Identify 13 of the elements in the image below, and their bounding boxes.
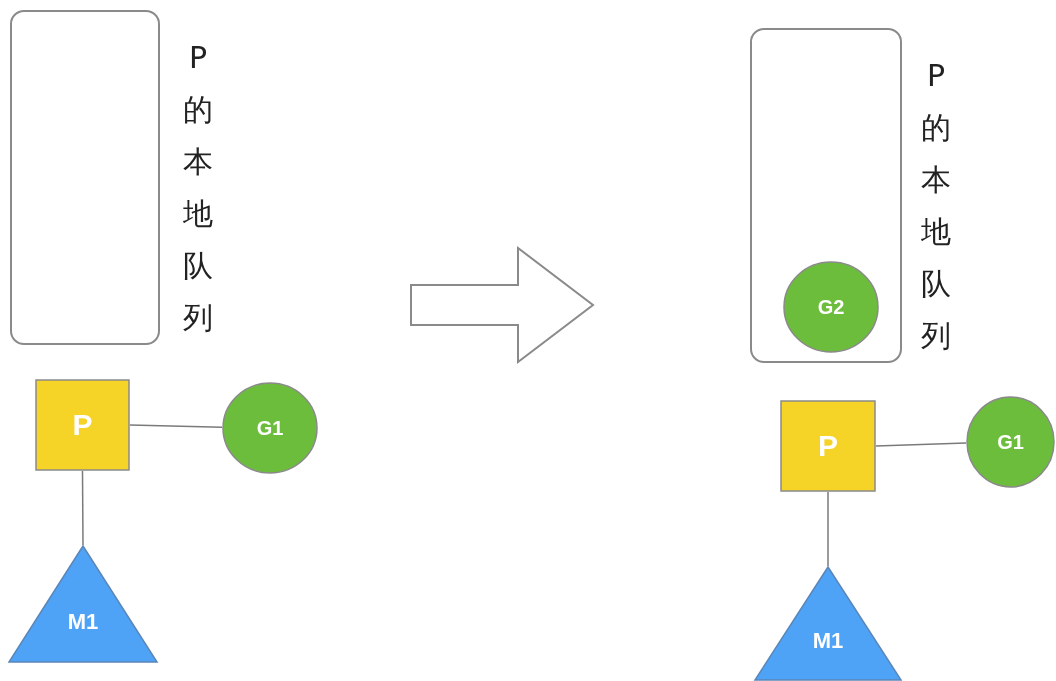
node-label: G2	[817, 295, 845, 319]
queue-label: P的本地队列	[182, 39, 214, 337]
node-label: M1	[812, 628, 844, 655]
node-label: G1	[256, 416, 284, 440]
node-label: P	[72, 408, 93, 442]
connector-line	[129, 424, 223, 428]
node-label: G1	[997, 430, 1024, 454]
connector-line	[827, 491, 829, 567]
node-label: P	[818, 429, 838, 463]
queue-label: P的本地队列	[920, 57, 952, 355]
node-label: M1	[67, 609, 99, 636]
connector-line	[875, 442, 967, 447]
connector-line	[81, 470, 84, 546]
